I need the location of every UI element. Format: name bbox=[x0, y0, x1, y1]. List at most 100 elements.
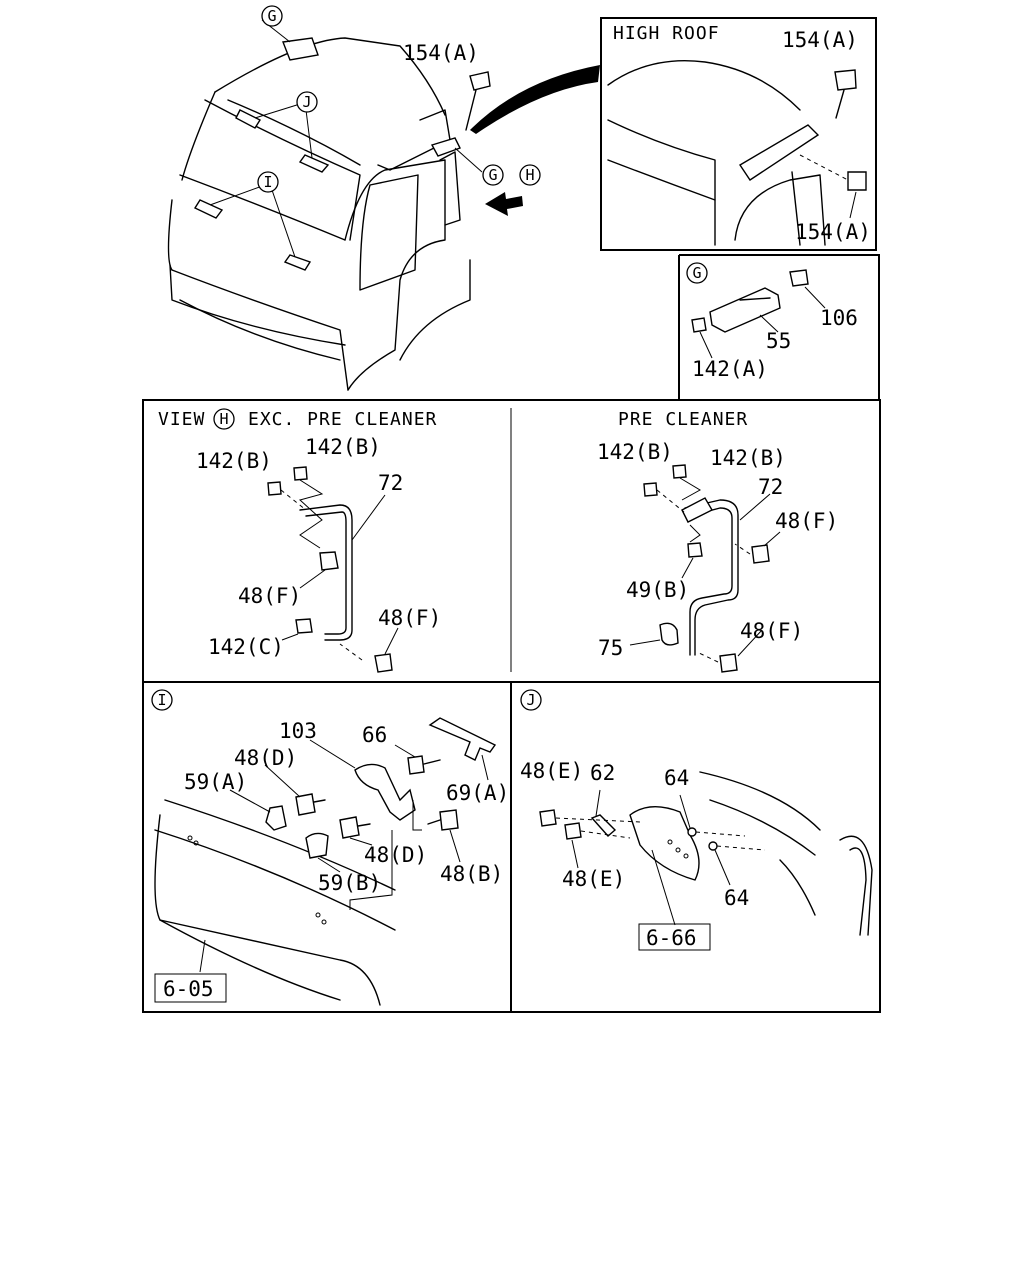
label-48d-mid: 48(D) bbox=[364, 843, 427, 867]
label-72-pre: 72 bbox=[758, 475, 783, 499]
bracket-high-roof bbox=[739, 124, 820, 181]
panel-view-h: VIEW H EXC. PRE CLEANER 142(B) 142(B) 72… bbox=[158, 408, 441, 673]
side-window bbox=[359, 174, 419, 291]
panel-g-circle bbox=[686, 262, 708, 284]
view-arrow bbox=[485, 192, 523, 216]
callout-i: I bbox=[263, 173, 272, 191]
view-h-circle bbox=[213, 408, 235, 430]
nut-142b-left bbox=[267, 481, 282, 496]
label-103: 103 bbox=[279, 719, 317, 743]
label-49b: 49(B) bbox=[626, 578, 689, 602]
label-48e-bottom: 48(E) bbox=[562, 867, 625, 891]
bolt-48f-mid bbox=[319, 551, 339, 571]
main-cab-view: G J I G H 154(A) bbox=[167, 5, 600, 391]
bolt-48d-left bbox=[295, 793, 316, 816]
cab-roof-outline bbox=[214, 37, 446, 116]
bolt-48f-bottom-pre bbox=[719, 653, 738, 673]
label-142b-right-pre: 142(B) bbox=[710, 446, 786, 470]
bolt-48f-top-pre bbox=[751, 544, 770, 564]
panel-j: J 48(E) 62 64 48(E) 64 6-66 bbox=[520, 689, 873, 951]
label-142b-left: 142(B) bbox=[196, 449, 272, 473]
bracket-62 bbox=[590, 814, 617, 837]
callout-circle-g bbox=[261, 5, 283, 27]
panel-g-tag: G bbox=[692, 264, 701, 282]
bracket-103 bbox=[354, 763, 416, 821]
nut-142a bbox=[691, 317, 707, 333]
handle-72 bbox=[299, 504, 353, 641]
label-64-bottom: 64 bbox=[724, 886, 749, 910]
handle-72-pre bbox=[684, 499, 739, 656]
label-72-h: 72 bbox=[378, 471, 403, 495]
label-48b: 48(B) bbox=[440, 862, 503, 886]
callout-j: J bbox=[302, 93, 311, 111]
label-62: 62 bbox=[590, 761, 615, 785]
label-142b-left-pre: 142(B) bbox=[597, 440, 673, 464]
label-142a: 142(A) bbox=[692, 357, 768, 381]
bolt-66 bbox=[407, 755, 425, 775]
clip-59b bbox=[305, 832, 329, 859]
nut-142b-right bbox=[293, 466, 308, 481]
label-154a-top: 154(A) bbox=[782, 28, 858, 52]
bolt-48e-bottom bbox=[564, 822, 582, 840]
panel-pre-cleaner: PRE CLEANER 142(B) 142(B) 72 48(F) 49(B)… bbox=[597, 409, 838, 673]
label-69a: 69(A) bbox=[446, 781, 509, 805]
view-h-tag: H bbox=[219, 410, 228, 428]
label-59a: 59(A) bbox=[184, 770, 247, 794]
nut-49b bbox=[687, 542, 703, 558]
bolt-48b bbox=[439, 809, 459, 831]
bolt-154a bbox=[469, 71, 491, 91]
callout-circle-h bbox=[519, 164, 541, 186]
nut-64-bottom bbox=[708, 841, 718, 851]
panel-j-circle bbox=[520, 689, 542, 711]
ref-box-6-05 bbox=[154, 973, 227, 1003]
nut-142b-left-pre bbox=[643, 482, 658, 497]
nut-142c bbox=[295, 618, 313, 634]
view-h-subtitle: EXC. PRE CLEANER bbox=[248, 409, 437, 430]
bolt-106 bbox=[789, 269, 809, 287]
label-64-top: 64 bbox=[664, 766, 689, 790]
panel-g: G 106 55 142(A) bbox=[678, 254, 880, 400]
label-48d-left: 48(D) bbox=[234, 746, 297, 770]
callout-g-side: G bbox=[488, 166, 497, 184]
plate-69a bbox=[428, 717, 497, 761]
label-48f-bottom: 48(F) bbox=[378, 606, 441, 630]
label-48f-mid: 48(F) bbox=[238, 584, 301, 608]
callout-h: H bbox=[525, 166, 534, 184]
marker-lamp-side bbox=[430, 137, 461, 157]
callout-g: G bbox=[267, 7, 276, 25]
panel-high-roof: HIGH ROOF 154(A) 154(A) bbox=[600, 17, 877, 251]
bolt-48e-top bbox=[539, 809, 557, 827]
nut-64-top bbox=[687, 827, 697, 837]
lamp-bracket-j bbox=[629, 806, 700, 881]
label-55: 55 bbox=[766, 329, 791, 353]
label-142c: 142(C) bbox=[208, 635, 284, 659]
pad-75 bbox=[659, 622, 679, 646]
ref-6-66: 6-66 bbox=[646, 926, 697, 950]
bolt-154a-top bbox=[834, 69, 857, 91]
callout-circle-i bbox=[257, 171, 279, 193]
panel-i: I 103 66 48(D) 59(A) 69(A bbox=[151, 689, 509, 1006]
label-154a-bottom: 154(A) bbox=[795, 220, 871, 244]
panel-grid bbox=[142, 399, 881, 1013]
bolt-154a-side bbox=[847, 171, 867, 191]
label-48f-top-pre: 48(F) bbox=[775, 509, 838, 533]
high-roof-title: HIGH ROOF bbox=[613, 23, 720, 44]
bracket-55 bbox=[709, 287, 781, 333]
label-59b: 59(B) bbox=[318, 871, 381, 895]
bolt-48d-mid bbox=[339, 816, 360, 839]
panel-j-tag: J bbox=[526, 691, 535, 709]
ref-box-6-66 bbox=[638, 923, 711, 951]
clip-59a bbox=[265, 805, 287, 831]
nut-142b-right-pre bbox=[672, 464, 687, 479]
callout-circle-g2 bbox=[482, 164, 504, 186]
label-106: 106 bbox=[820, 306, 858, 330]
view-h-title: VIEW bbox=[158, 409, 205, 430]
bolt-48f-bottom bbox=[374, 653, 393, 673]
ref-6-05: 6-05 bbox=[163, 977, 214, 1001]
pre-cleaner-title: PRE CLEANER bbox=[618, 409, 748, 430]
label-142b-right: 142(B) bbox=[305, 435, 381, 459]
marker-lamp-top bbox=[282, 37, 319, 61]
label-75: 75 bbox=[598, 636, 623, 660]
panel-i-circle bbox=[151, 689, 173, 711]
